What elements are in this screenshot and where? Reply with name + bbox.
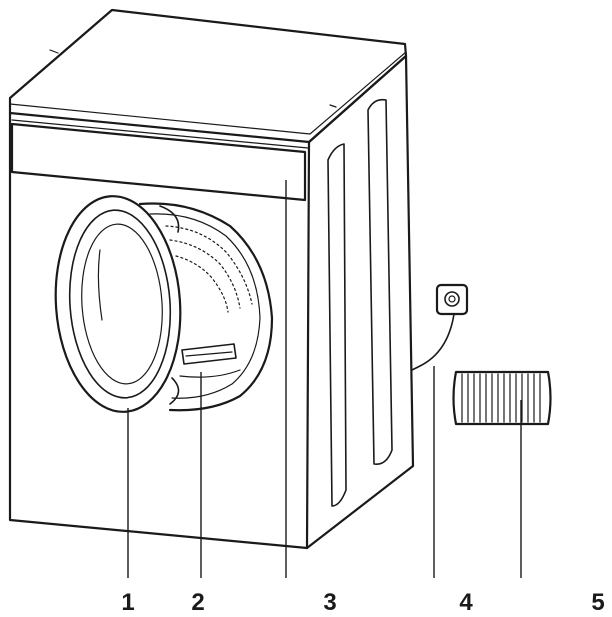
control-panel — [10, 122, 307, 202]
power-cable — [411, 313, 455, 371]
top-lid — [8, 8, 408, 144]
ribbed-filter-part — [452, 370, 552, 426]
dryer-illustration — [8, 8, 415, 550]
side-recess-right — [367, 98, 393, 466]
callout-1: 1 — [121, 589, 134, 616]
door — [54, 195, 182, 413]
drum — [138, 202, 274, 412]
power-plug — [411, 283, 469, 371]
side-recess-left — [327, 143, 347, 507]
callout-4: 4 — [459, 589, 473, 616]
front-panel — [8, 111, 311, 550]
callout-labels: 1 2 3 4 5 — [121, 589, 604, 616]
leader-lines — [127, 180, 522, 578]
wall-socket-icon — [435, 283, 469, 316]
side-panel — [305, 54, 415, 550]
callout-5: 5 — [591, 589, 604, 616]
callout-2: 2 — [191, 589, 204, 616]
callout-3: 3 — [323, 589, 336, 616]
